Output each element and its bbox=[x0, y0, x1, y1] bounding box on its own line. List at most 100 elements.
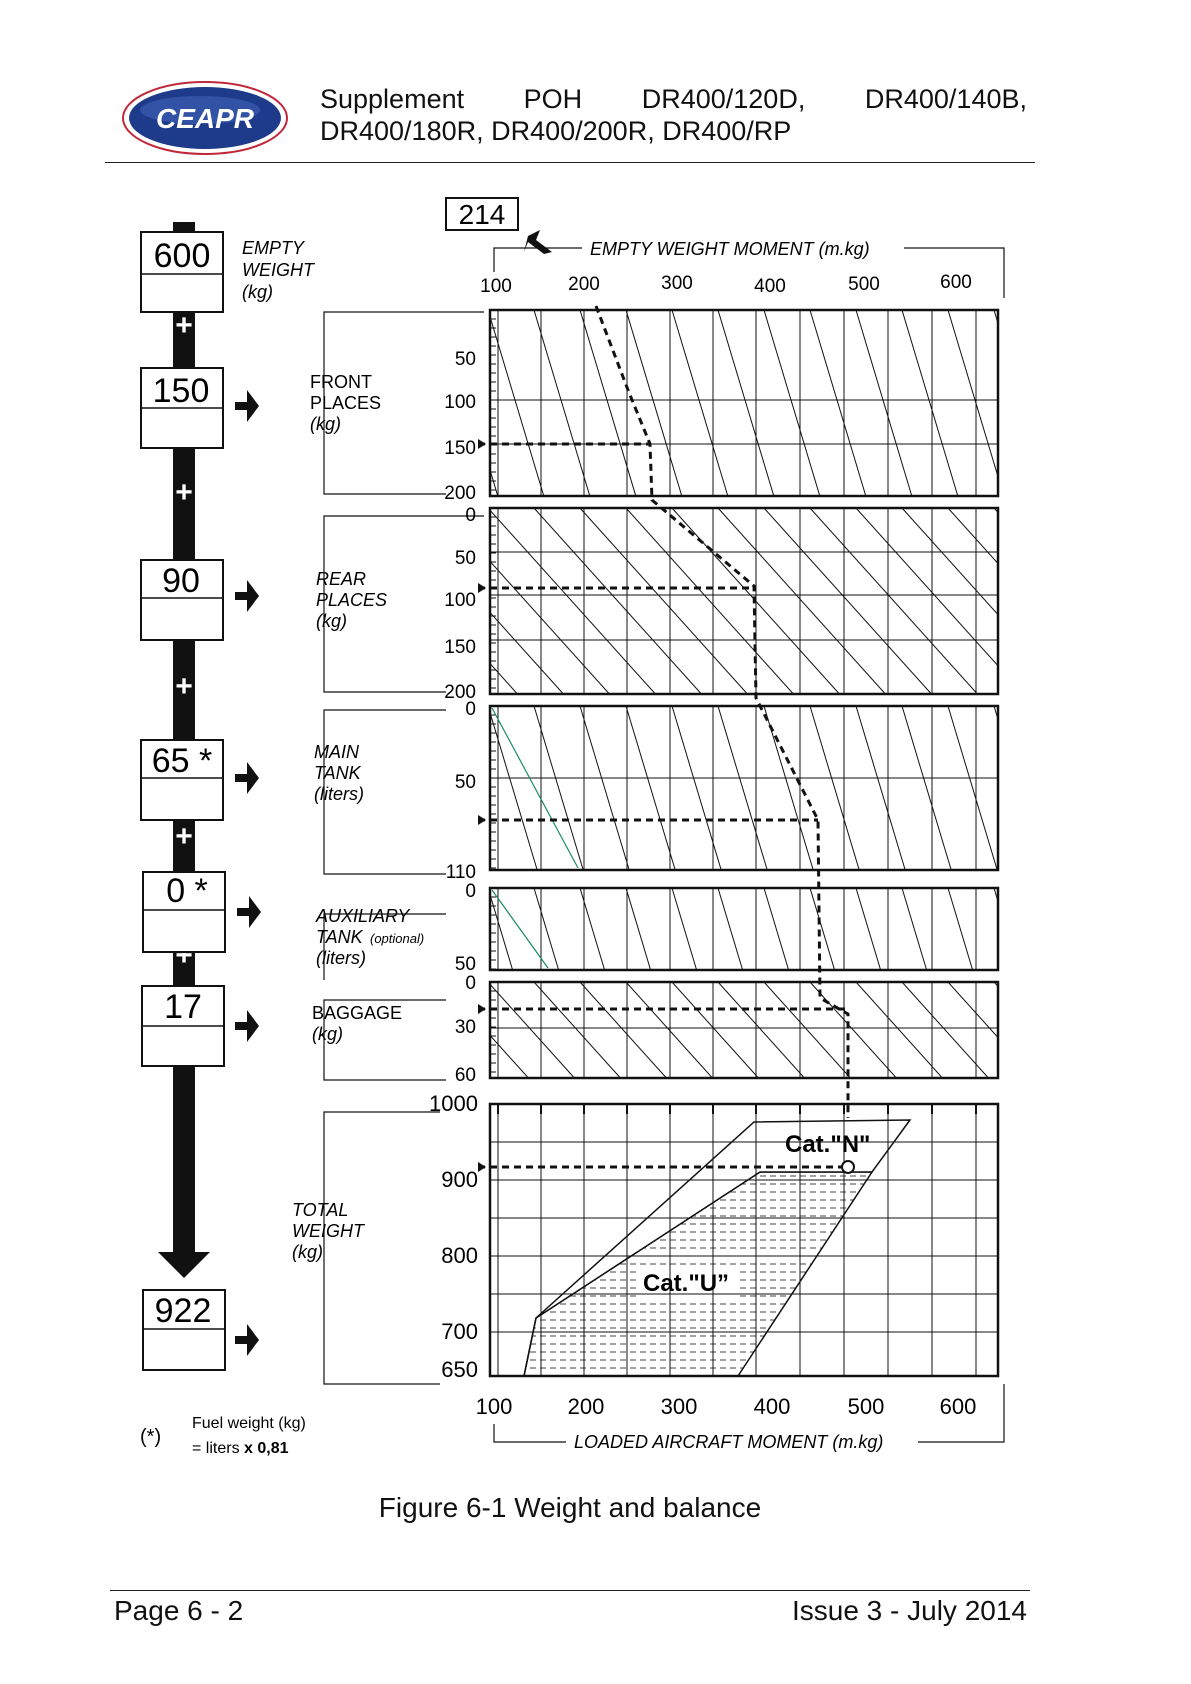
diagonal-line bbox=[0, 706, 31, 870]
diagonal-line bbox=[1132, 982, 1191, 1078]
bottom-tick: 500 bbox=[848, 1394, 885, 1419]
diagonal-line bbox=[28, 706, 77, 870]
plus-sign: + bbox=[175, 670, 193, 703]
diagonal-line bbox=[763, 982, 851, 1078]
diagonal-line bbox=[625, 982, 713, 1078]
pointer-triangle-icon bbox=[478, 583, 486, 593]
diagonal-line bbox=[258, 310, 314, 496]
diagonal-line bbox=[1086, 706, 1135, 870]
panel-gridlines bbox=[28, 310, 1191, 496]
diagonal-line bbox=[258, 888, 283, 970]
top-tick: 400 bbox=[754, 276, 786, 297]
diagonal-line bbox=[947, 706, 998, 870]
diagonal-line bbox=[947, 888, 974, 970]
page-number: Page 6 - 2 bbox=[114, 1595, 244, 1626]
input-value: 65 * bbox=[152, 742, 213, 780]
footnote-mark: (*) bbox=[140, 1426, 161, 1448]
panel-rear-places bbox=[488, 506, 1000, 696]
diagonal-line bbox=[625, 310, 683, 496]
label-rear-2: PLACES bbox=[316, 590, 387, 610]
fuel-reference-line bbox=[491, 707, 579, 869]
panel-aux-tank bbox=[488, 886, 1000, 972]
label-baggage-1: BAGGAGE bbox=[312, 1003, 402, 1023]
diagonal-line bbox=[1132, 310, 1188, 496]
diagonal-line bbox=[120, 888, 145, 970]
flow-arrow bbox=[158, 1252, 210, 1278]
label-front-2: PLACES bbox=[310, 393, 381, 413]
footnote-line2-bold: x 0,81 bbox=[244, 1440, 289, 1457]
baggage-tick: 30 bbox=[455, 1017, 476, 1038]
diagonal-line bbox=[258, 706, 307, 870]
header-title-line1: Supplement POH DR400/120D, DR400/140B, bbox=[320, 84, 1027, 115]
panel-gridlines bbox=[0, 706, 1135, 870]
diagonal-line bbox=[717, 982, 805, 1078]
input-box-baggage: 17 bbox=[141, 985, 225, 1067]
diagonal-line bbox=[490, 509, 656, 694]
input-value: 922 bbox=[155, 1292, 212, 1330]
diagonal-line bbox=[809, 706, 860, 870]
pointer-triangle-icon bbox=[478, 1162, 486, 1172]
diagonal-line bbox=[809, 310, 867, 496]
right-arrow-icon bbox=[235, 580, 259, 612]
bottom-tick: 300 bbox=[661, 1394, 698, 1419]
diagonal-line bbox=[74, 706, 123, 870]
diagonal-line bbox=[901, 310, 959, 496]
diagonal-line bbox=[0, 982, 68, 1078]
right-arrow-icon bbox=[235, 390, 259, 422]
bottom-tick: 600 bbox=[940, 1394, 977, 1419]
right-arrow-icon bbox=[235, 762, 259, 794]
label-front-1: FRONT bbox=[310, 372, 372, 392]
label-empty-1: EMPTY bbox=[242, 238, 306, 258]
top-tick: 100 bbox=[480, 276, 512, 297]
diagonal-line bbox=[947, 508, 998, 565]
left-axis-ticks: 50 100 150 200 0 50 100 150 200 0 50 110… bbox=[444, 349, 476, 1086]
diagonal-line bbox=[490, 611, 564, 694]
diagonal-line bbox=[855, 982, 943, 1078]
pointer-arrow-icon bbox=[524, 230, 552, 254]
diagonal-line bbox=[763, 706, 814, 870]
diagonal-line bbox=[533, 982, 621, 1078]
top-tick: 500 bbox=[848, 274, 880, 295]
diagonal-line bbox=[490, 1034, 529, 1078]
total-axis-ticks: 1000 900 800 700 650 bbox=[429, 1091, 478, 1382]
diagonal-line bbox=[28, 982, 114, 1078]
diagonal-line bbox=[763, 508, 932, 694]
label-empty-2: WEIGHT bbox=[242, 260, 316, 280]
diagonal-line bbox=[671, 310, 729, 496]
diagonal-line bbox=[993, 310, 998, 326]
input-box-total-weight: 922 bbox=[142, 1289, 226, 1371]
diagonal-line bbox=[579, 888, 606, 970]
front-tick: 200 bbox=[444, 483, 476, 504]
diagonal-line bbox=[901, 888, 928, 970]
panel-baggage bbox=[488, 980, 1000, 1080]
diagonal-line bbox=[809, 508, 978, 694]
pointer-triangle-icon bbox=[478, 439, 486, 449]
solution-path bbox=[594, 305, 850, 1118]
diagonal-line bbox=[28, 310, 84, 496]
fuel-reference-line bbox=[491, 889, 549, 969]
diagonal-line bbox=[809, 888, 836, 970]
diagonal-line bbox=[1178, 310, 1191, 496]
cat-u-label-bg bbox=[640, 1267, 740, 1297]
rear-tick: 100 bbox=[444, 590, 476, 611]
diagonal-line bbox=[809, 982, 897, 1078]
label-rear-1: REAR bbox=[316, 569, 366, 589]
panel-gridlines bbox=[120, 888, 1157, 970]
footer-rule bbox=[110, 1590, 1030, 1591]
total-tick: 900 bbox=[441, 1167, 478, 1192]
diagonal-line bbox=[717, 888, 744, 970]
diagonal-line bbox=[0, 508, 57, 694]
diagonal-line bbox=[901, 982, 989, 1078]
empty-moment-indicator: 214 bbox=[445, 197, 552, 254]
input-value: 90 bbox=[162, 562, 200, 600]
label-main-3: (liters) bbox=[314, 784, 364, 804]
diagonal-line bbox=[1040, 888, 1065, 970]
diagonal-line bbox=[717, 508, 886, 694]
label-baggage-2: (kg) bbox=[312, 1024, 343, 1044]
diagonal-line bbox=[1132, 888, 1157, 970]
label-aux-3: (liters) bbox=[316, 948, 366, 968]
diagonal-line bbox=[533, 508, 702, 694]
rear-tick: 150 bbox=[444, 637, 476, 658]
diagonal-line bbox=[1040, 310, 1096, 496]
aux-tick: 0 bbox=[465, 881, 476, 902]
